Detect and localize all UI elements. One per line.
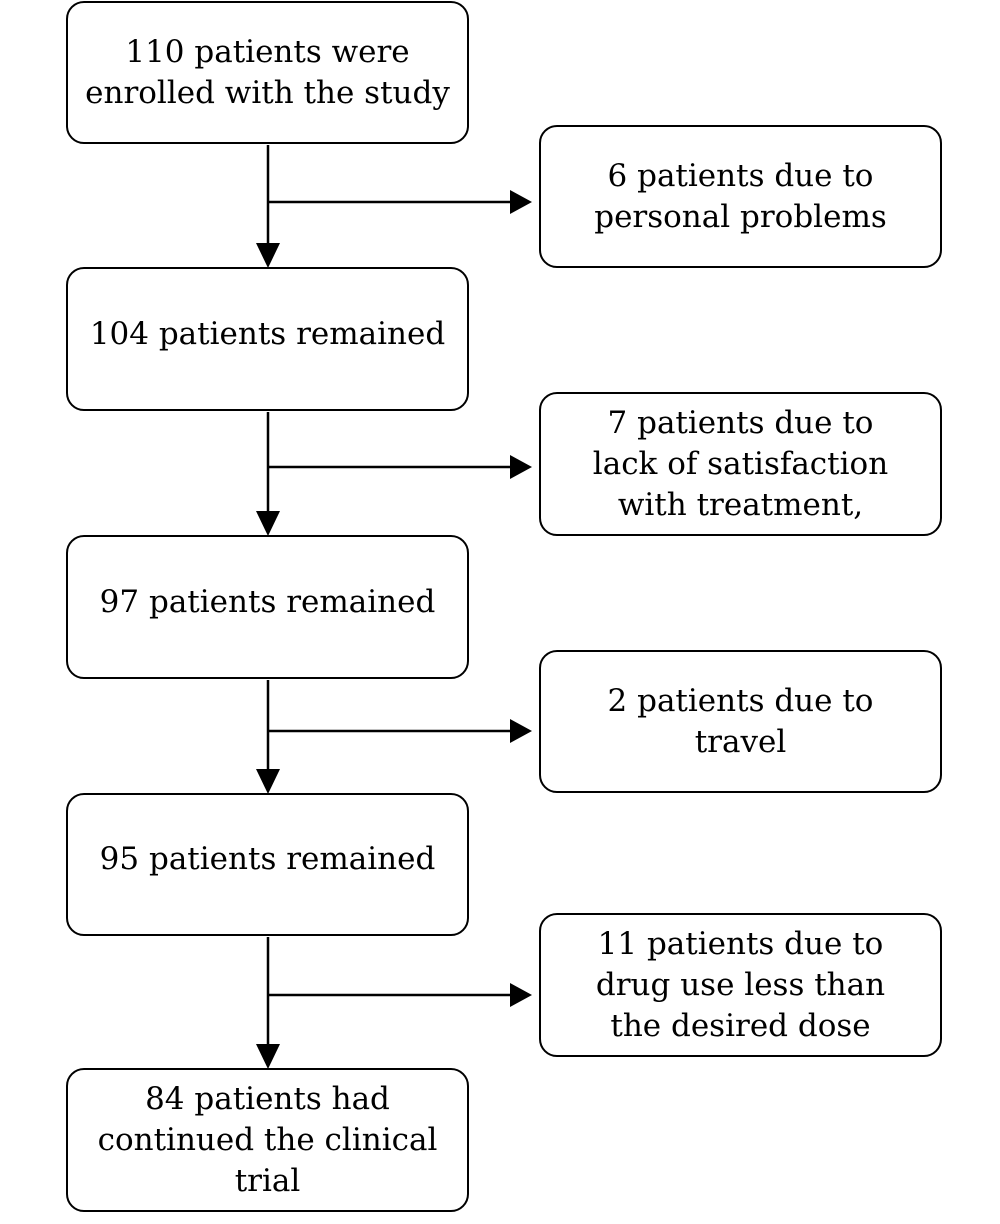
remained-104-box: 104 patients remained [66, 267, 469, 411]
exclusion-4-text-line-3: the desired dose [610, 1007, 871, 1044]
final-text-line-2: continued the clinical [97, 1121, 438, 1158]
exclusion-4-text-line-1: 11 patients due to [597, 925, 884, 962]
final-text-line-3: trial [234, 1162, 301, 1199]
enrolled-box: 110 patients were enrolled with the stud… [66, 1, 469, 144]
remained-95-box: 95 patients remained [66, 793, 469, 936]
exclusion-box-drug-use: 11 patients due to drug use less than th… [539, 913, 942, 1057]
remained-97-box: 97 patients remained [66, 535, 469, 679]
exclusion-3-text-line-2: travel [694, 723, 787, 760]
remained-95-text: 95 patients remained [99, 841, 436, 877]
arrowhead-down-1 [256, 243, 280, 268]
exclusion-box-lack-of-satisfaction: 7 patients due to lack of satisfaction w… [539, 392, 942, 536]
arrowhead-right-4 [510, 983, 532, 1007]
exclusion-box-travel: 2 patients due to travel [539, 650, 942, 793]
enrolled-text-line-2: enrolled with the study [85, 74, 450, 111]
arrowhead-right-3 [510, 719, 532, 743]
exclusion-3-text-line-1: 2 patients due to [607, 682, 874, 719]
remained-104-text: 104 patients remained [89, 315, 446, 352]
final-text-line-1: 84 patients had [145, 1080, 390, 1117]
arrowhead-right-2 [510, 455, 532, 479]
exclusion-2-text-line-2: lack of satisfaction [592, 445, 889, 482]
remained-97-text: 97 patients remained [99, 583, 436, 620]
exclusion-box-personal-problems: 6 patients due to personal problems [539, 125, 942, 268]
arrowhead-down-2 [256, 511, 280, 536]
exclusion-4-text-line-2: drug use less than [595, 966, 886, 1003]
final-count-box: 84 patients had continued the clinical t… [66, 1068, 469, 1212]
enrolled-text-line-1: 110 patients were [125, 33, 410, 70]
exclusion-1-text-line-1: 6 patients due to [607, 157, 874, 194]
exclusion-2-text-line-1: 7 patients due to [607, 404, 874, 441]
arrowhead-down-4 [256, 1044, 280, 1069]
exclusion-2-text-line-3: with treatment, [617, 486, 864, 523]
exclusion-1-text-line-2: personal problems [594, 198, 887, 235]
arrowhead-right-1 [510, 190, 532, 214]
arrowhead-down-3 [256, 769, 280, 794]
